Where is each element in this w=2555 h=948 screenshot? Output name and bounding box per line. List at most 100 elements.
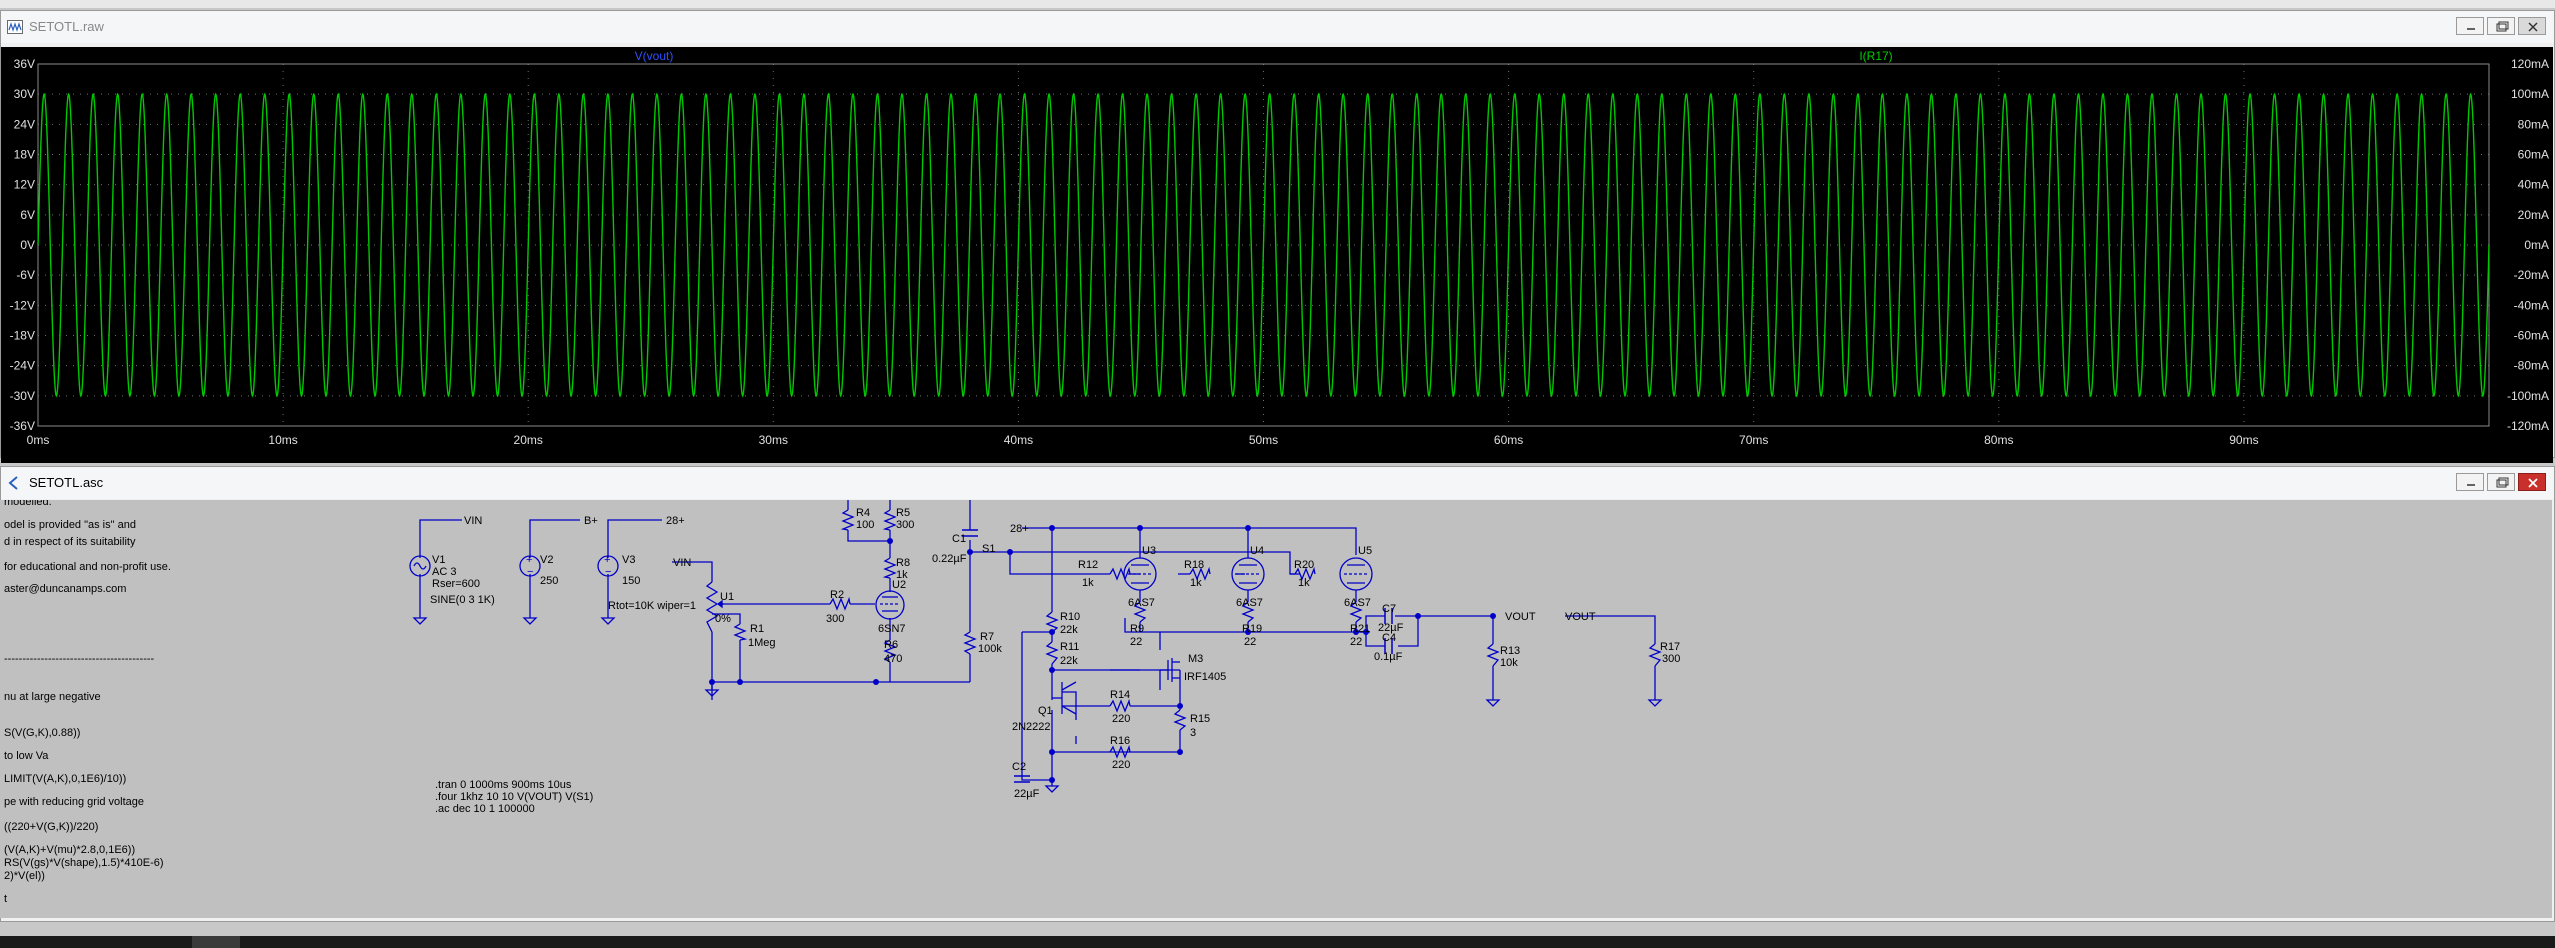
- c7-val[interactable]: 22µF: [1378, 622, 1404, 634]
- close-button[interactable]: [2518, 473, 2546, 491]
- u1-param[interactable]: Rtot=10K wiper=1: [608, 600, 696, 612]
- u4-triode-tube[interactable]: [1231, 557, 1265, 591]
- net-label-vout[interactable]: VOUT: [1505, 611, 1536, 623]
- v1-ac[interactable]: AC 3: [432, 566, 456, 578]
- net-label-s1[interactable]: S1: [982, 543, 995, 555]
- directive-four[interactable]: .four 1khz 10 10 V(VOUT) V(S1): [435, 791, 593, 803]
- trace-i-label[interactable]: I(R17): [1859, 49, 1892, 63]
- u3-val[interactable]: 6AS7: [1128, 597, 1155, 609]
- v2-val[interactable]: 250: [540, 575, 558, 587]
- directive-ac[interactable]: .ac dec 10 1 100000: [435, 803, 535, 815]
- restore-button[interactable]: [2487, 17, 2515, 35]
- r6-val[interactable]: 470: [884, 653, 902, 665]
- v1-rser[interactable]: Rser=600: [432, 578, 480, 590]
- r12-val[interactable]: 1k: [1082, 577, 1094, 589]
- resistor-symbols[interactable]: [733, 509, 1662, 759]
- close-button[interactable]: [2518, 17, 2546, 35]
- c1-val[interactable]: 0.22µF: [932, 553, 967, 565]
- u2-ref[interactable]: U2: [892, 579, 906, 591]
- m3-val[interactable]: IRF1405: [1184, 671, 1226, 683]
- u4-ref[interactable]: U4: [1250, 545, 1264, 557]
- r17-ref[interactable]: R17: [1660, 641, 1680, 653]
- r5-ref[interactable]: R5: [896, 507, 910, 519]
- r20-val[interactable]: 1k: [1298, 577, 1310, 589]
- r18-val[interactable]: 1k: [1190, 577, 1202, 589]
- r4-val[interactable]: 100: [856, 519, 874, 531]
- taskbar-tab[interactable]: [192, 936, 240, 948]
- r12-ref[interactable]: R12: [1078, 559, 1098, 571]
- m3-mosfet[interactable]: [1160, 658, 1180, 682]
- schematic-canvas[interactable]: modelled. odel is provided "as is" and d…: [0, 500, 2552, 918]
- v3-ref[interactable]: V3: [622, 554, 635, 566]
- r7-ref[interactable]: R7: [980, 631, 994, 643]
- net-label-vin[interactable]: VIN: [464, 515, 482, 527]
- r17-val[interactable]: 300: [1662, 653, 1680, 665]
- directive-tran[interactable]: .tran 0 1000ms 900ms 10us: [435, 779, 572, 791]
- r15-val[interactable]: 3: [1190, 727, 1196, 739]
- net-label-vin-input[interactable]: VIN: [673, 557, 691, 569]
- restore-button[interactable]: [2487, 473, 2515, 491]
- r7-val[interactable]: 100k: [978, 643, 1002, 655]
- u3-triode-tube[interactable]: [1123, 557, 1157, 591]
- r21-ref[interactable]: R21: [1350, 623, 1370, 635]
- r15-ref[interactable]: R15: [1190, 713, 1210, 725]
- r9-ref[interactable]: R9: [1130, 623, 1144, 635]
- net-label-bplus[interactable]: B+: [584, 515, 598, 527]
- u5-ref[interactable]: U5: [1358, 545, 1372, 557]
- r13-val[interactable]: 10k: [1500, 657, 1518, 669]
- u4-val[interactable]: 6AS7: [1236, 597, 1263, 609]
- m3-ref[interactable]: M3: [1188, 653, 1203, 665]
- spice-directives[interactable]: .tran 0 1000ms 900ms 10us .four 1khz 10 …: [435, 779, 593, 815]
- c4-val[interactable]: 0.1µF: [1374, 651, 1403, 663]
- r19-ref[interactable]: R19: [1242, 623, 1262, 635]
- r8-ref[interactable]: R8: [896, 557, 910, 569]
- u5-triode-tube[interactable]: [1339, 557, 1373, 591]
- r1-ref[interactable]: R1: [750, 623, 764, 635]
- c4-ref[interactable]: C4: [1382, 632, 1396, 644]
- u5-val[interactable]: 6AS7: [1344, 597, 1371, 609]
- u2-triode-tube[interactable]: [875, 590, 905, 620]
- v1-ref[interactable]: V1: [432, 554, 445, 566]
- minimize-button[interactable]: [2456, 17, 2484, 35]
- waveform-titlebar[interactable]: SETOTL.raw: [1, 11, 2554, 43]
- r2-ref[interactable]: R2: [830, 589, 844, 601]
- v2-ref[interactable]: V2: [540, 554, 553, 566]
- r16-val[interactable]: 220: [1112, 759, 1130, 771]
- r1-val[interactable]: 1Meg: [748, 637, 776, 649]
- u1-pct[interactable]: 0%: [715, 613, 731, 625]
- r13-ref[interactable]: R13: [1500, 645, 1520, 657]
- r10-ref[interactable]: R10: [1060, 611, 1080, 623]
- q1-transistor[interactable]: [1052, 681, 1077, 715]
- r2-val[interactable]: 300: [826, 613, 844, 625]
- r21-val[interactable]: 22: [1350, 636, 1362, 648]
- q1-val[interactable]: 2N2222: [1012, 721, 1051, 733]
- u3-ref[interactable]: U3: [1142, 545, 1156, 557]
- capacitor-symbols[interactable]: [962, 529, 1393, 783]
- c7-ref[interactable]: C7: [1382, 603, 1396, 615]
- schematic-titlebar[interactable]: SETOTL.asc: [1, 467, 2554, 499]
- r11-val[interactable]: 22k: [1060, 655, 1078, 667]
- v1-sine[interactable]: SINE(0 3 1K): [430, 594, 495, 606]
- r20-ref[interactable]: R20: [1294, 559, 1314, 571]
- trace-v-label[interactable]: V(vout): [635, 49, 674, 63]
- r16-ref[interactable]: R16: [1110, 735, 1130, 747]
- r6-ref[interactable]: R6: [884, 639, 898, 651]
- r18-ref[interactable]: R18: [1184, 559, 1204, 571]
- v1-source-symbol[interactable]: [409, 555, 431, 577]
- c1-ref[interactable]: C1: [952, 533, 966, 545]
- r19-val[interactable]: 22: [1244, 636, 1256, 648]
- r8-val[interactable]: 1k: [896, 569, 908, 581]
- r11-ref[interactable]: R11: [1060, 641, 1079, 653]
- v3-source-symbol[interactable]: [597, 555, 619, 577]
- net-label-28[interactable]: 28+: [666, 515, 685, 527]
- u1-ref[interactable]: U1: [720, 591, 734, 603]
- r10-val[interactable]: 22k: [1060, 624, 1078, 636]
- net-label-vout-load[interactable]: VOUT: [1565, 611, 1596, 623]
- v2-source-symbol[interactable]: [519, 555, 541, 577]
- c2-val[interactable]: 22µF: [1014, 788, 1040, 800]
- u2-val[interactable]: 6SN7: [878, 623, 906, 635]
- v3-val[interactable]: 150: [622, 575, 640, 587]
- r9-val[interactable]: 22: [1130, 636, 1142, 648]
